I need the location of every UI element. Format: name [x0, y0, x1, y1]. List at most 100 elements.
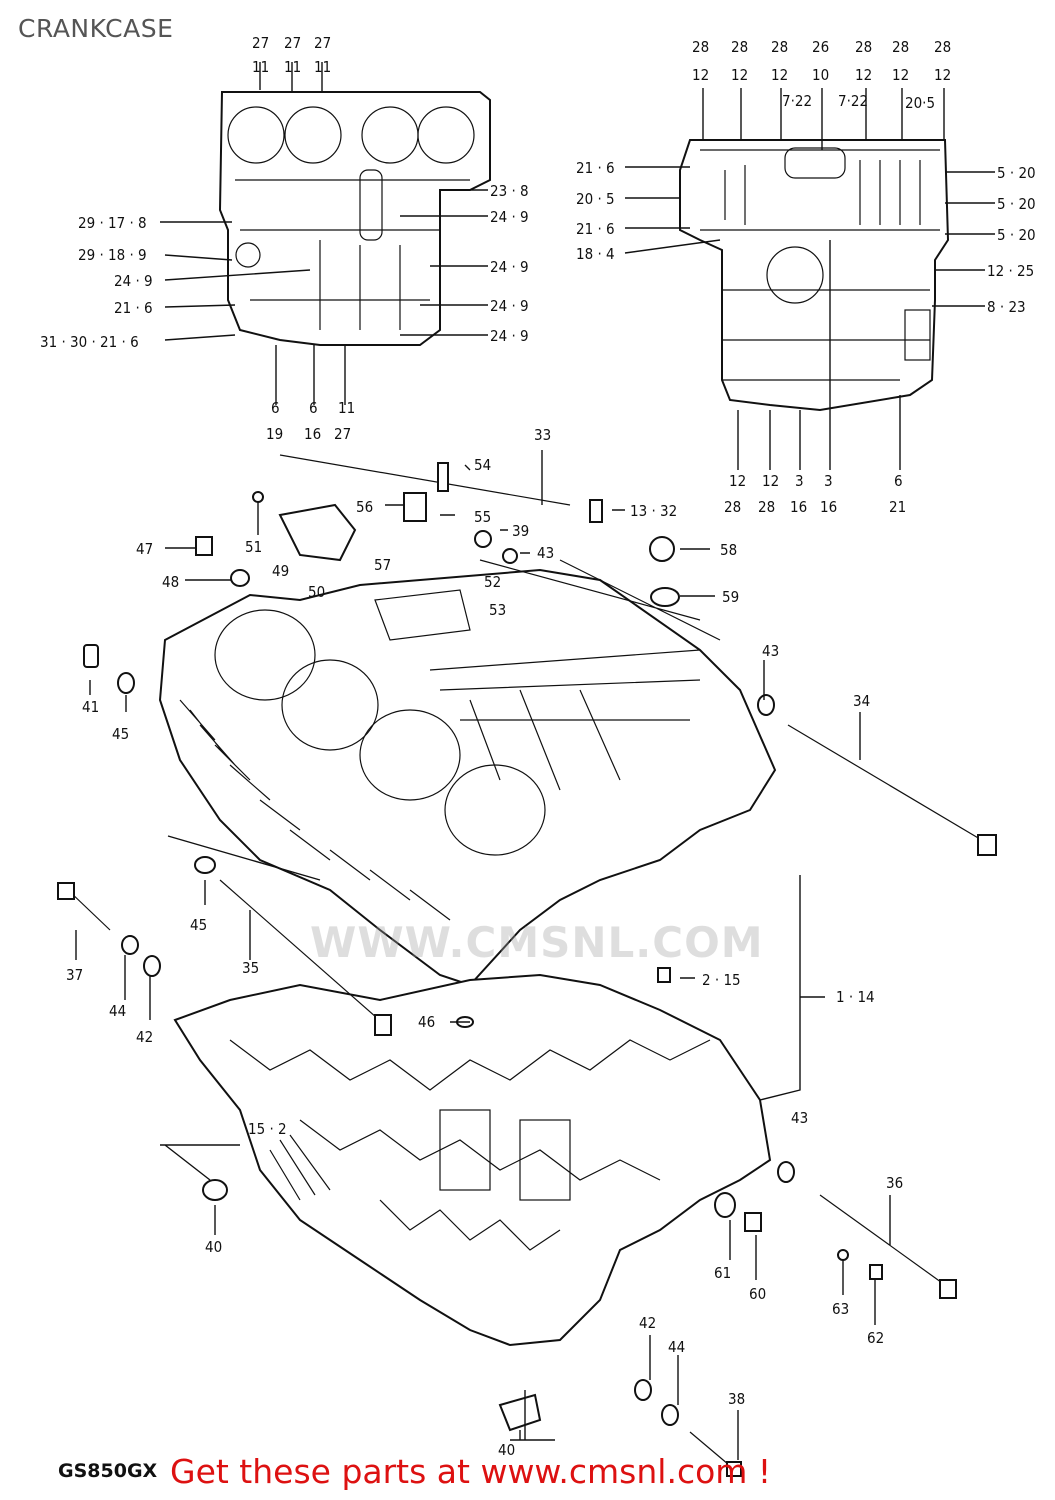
callout: 12	[934, 66, 951, 84]
watermark: WWW.CMSNL.COM	[310, 918, 764, 967]
callout: 58	[720, 541, 737, 559]
washer-43a	[502, 548, 518, 564]
callout: 28	[855, 38, 872, 56]
nut-41	[83, 644, 99, 668]
plug-60	[744, 1212, 762, 1232]
bolt-36	[939, 1279, 957, 1299]
callout: 3	[795, 472, 804, 490]
callout: 6	[894, 472, 903, 490]
callout: 12	[855, 66, 872, 84]
washer-44a	[121, 935, 139, 955]
callout: 24 · 9	[114, 272, 153, 290]
callout: 62	[867, 1329, 884, 1347]
callout: 2 · 15	[702, 971, 741, 989]
callout: 50	[308, 583, 325, 601]
callout: 45	[190, 916, 207, 934]
washer-42a	[143, 955, 161, 977]
callout: 28	[731, 38, 748, 56]
right-detail-view	[679, 139, 950, 412]
clip-63	[837, 1249, 849, 1261]
gasket-59	[650, 587, 680, 607]
switch-56	[403, 492, 427, 522]
callout: 43	[537, 544, 554, 562]
callout: 24 · 9	[490, 258, 529, 276]
callout: 15 · 2	[248, 1120, 287, 1138]
lower-crankcase	[173, 973, 772, 1347]
callout: 44	[668, 1338, 685, 1356]
callout: 19	[266, 425, 283, 443]
page-title: CRANKCASE	[18, 14, 174, 43]
callout: 12	[762, 472, 779, 490]
callout: 57	[374, 556, 391, 574]
callout: 27	[314, 34, 331, 52]
callout: 27	[252, 34, 269, 52]
callout: 21 · 6	[114, 299, 153, 317]
callout: 11	[314, 58, 331, 76]
callout: 7·22	[838, 92, 868, 110]
callout: 54	[474, 456, 491, 474]
callout: 28	[758, 498, 775, 516]
callout: 5 · 20	[997, 195, 1036, 213]
callout: 10	[812, 66, 829, 84]
callout: 12	[729, 472, 746, 490]
callout: 1 · 14	[836, 988, 875, 1006]
callout: 21	[889, 498, 906, 516]
washer-48	[230, 569, 250, 587]
callout: 40	[205, 1238, 222, 1256]
callout: 24 · 9	[490, 208, 529, 226]
callout: 52	[484, 573, 501, 591]
callout: 42	[639, 1314, 656, 1332]
callout: 11	[338, 399, 355, 417]
callout: 43	[762, 642, 779, 660]
callout: 60	[749, 1285, 766, 1303]
washer-61	[714, 1192, 736, 1218]
dowel-2-15	[657, 967, 671, 983]
callout: 12 · 25	[987, 262, 1034, 280]
callout: 29 · 18 · 9	[78, 246, 147, 264]
callout: 20·5	[905, 94, 935, 112]
callout: 42	[136, 1028, 153, 1046]
callout: 7·22	[782, 92, 812, 110]
callout: 63	[832, 1300, 849, 1318]
callout: 28	[934, 38, 951, 56]
callout: 40	[498, 1441, 515, 1459]
screw-51	[252, 491, 264, 503]
small-parts	[57, 454, 997, 1477]
callout: 59	[722, 588, 739, 606]
bolt-37	[57, 882, 75, 900]
main-view-labels: 33 54 56 55 13 · 32 39 43 58 59 47 48 51…	[66, 426, 903, 1459]
right-view-labels: 28 28 28 26 28 28 28 12 12 12 10 12 12 1…	[576, 38, 1036, 516]
callout: 37	[66, 966, 83, 984]
callout: 12	[731, 66, 748, 84]
bolt-54	[437, 462, 449, 492]
callout: 5 · 20	[997, 226, 1036, 244]
callout: 51	[245, 538, 262, 556]
callout: 12	[692, 66, 709, 84]
callout: 11	[252, 58, 269, 76]
callout: 21 · 6	[576, 159, 615, 177]
callout: 11	[284, 58, 301, 76]
callout: 36	[886, 1174, 903, 1192]
callout: 41	[82, 698, 99, 716]
callout: 26	[812, 38, 829, 56]
plug-13-32	[589, 499, 603, 523]
callout: 49	[272, 562, 289, 580]
callout: 13 · 32	[630, 502, 677, 520]
callout: 23 · 8	[490, 182, 529, 200]
callout: 16	[820, 498, 837, 516]
left-view-labels: 27 27 27 11 11 11 29 · 17 · 8 29 · 18 · …	[40, 34, 529, 443]
callout: 5 · 20	[997, 164, 1036, 182]
washer-43b	[757, 694, 775, 716]
callout: 33	[534, 426, 551, 444]
callout: 8 · 23	[987, 298, 1026, 316]
callout: 56	[356, 498, 373, 516]
screw-62	[869, 1264, 883, 1280]
upper-crankcase	[158, 559, 777, 987]
washer-45b	[194, 856, 216, 874]
promo-link-text[interactable]: Get these parts at www.cmsnl.com !	[170, 1452, 772, 1491]
callout: 3	[824, 472, 833, 490]
washer-45a	[117, 672, 135, 694]
callout: 45	[112, 725, 129, 743]
plate-40b	[498, 1393, 542, 1432]
